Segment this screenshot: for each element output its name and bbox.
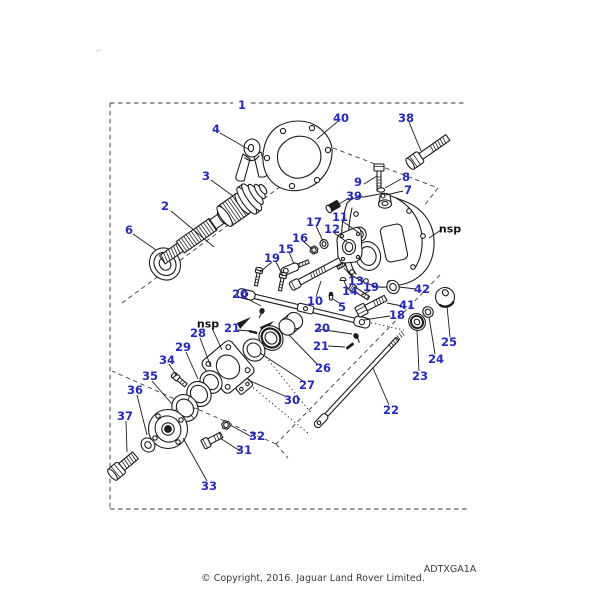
part-3-gear-cluster bbox=[216, 183, 268, 227]
part-number-label-2-1: 2 bbox=[161, 199, 169, 213]
part-4-selector-fork bbox=[235, 138, 268, 182]
part-number-label-13-12: 13 bbox=[348, 274, 364, 288]
part-36-washer bbox=[140, 437, 156, 453]
part-number-label-27-29: 27 bbox=[299, 378, 315, 392]
part-27-ring bbox=[242, 338, 266, 362]
part-number-label-19-18: 19 bbox=[264, 251, 280, 265]
part-number-label-4-3: 4 bbox=[212, 122, 220, 136]
part-number-label-20-21: 20 bbox=[314, 321, 330, 335]
part-number-label-21-22: 21 bbox=[224, 321, 240, 335]
part-42-washer bbox=[386, 279, 400, 295]
part-20-screw-a bbox=[258, 308, 265, 319]
part-31-bolt bbox=[200, 431, 224, 450]
part-number-label-39-41: 39 bbox=[346, 189, 362, 203]
part-number-label-42-44: 42 bbox=[414, 282, 430, 296]
part-24-nut bbox=[422, 306, 434, 318]
part-21-pin-b bbox=[345, 342, 355, 350]
part-32-nut bbox=[221, 420, 231, 430]
annotation-nsp-1: nsp bbox=[197, 318, 219, 331]
part-number-label-8-7: 8 bbox=[402, 170, 410, 184]
direction-arrow-1 bbox=[237, 317, 251, 329]
part-7-ring bbox=[380, 193, 386, 199]
part-number-label-33-35: 33 bbox=[201, 479, 217, 493]
part-number-label-1-0: 1 bbox=[238, 98, 246, 112]
part-number-label-9-8: 9 bbox=[354, 175, 362, 189]
part-number-label-6-5: 6 bbox=[125, 223, 133, 237]
part-13-stud bbox=[336, 262, 346, 270]
part-number-label-20-20: 20 bbox=[232, 287, 248, 301]
part-number-label-28-30: 28 bbox=[190, 326, 206, 340]
part-26-spacer bbox=[278, 311, 304, 336]
part-19-bolt-right bbox=[348, 283, 371, 301]
part-22-rod bbox=[313, 330, 405, 429]
drawing-code: ADTXGA1A bbox=[424, 564, 477, 575]
copyright-notice: © Copyright, 2016. Jaguar Land Rover Lim… bbox=[201, 573, 425, 584]
part-37-bolt bbox=[107, 451, 139, 481]
part-number-label-24-26: 24 bbox=[428, 352, 444, 366]
part-number-label-34-36: 34 bbox=[159, 353, 175, 367]
part-41-bolt bbox=[354, 294, 388, 318]
part-number-label-5-4: 5 bbox=[338, 300, 346, 314]
part-39-plug bbox=[325, 200, 341, 214]
part-number-label-22-24: 22 bbox=[383, 403, 399, 417]
part-number-label-3-2: 3 bbox=[202, 169, 210, 183]
part-number-label-19-19: 19 bbox=[363, 280, 379, 294]
part-number-label-41-43: 41 bbox=[399, 298, 415, 312]
part-number-label-26-28: 26 bbox=[315, 361, 331, 375]
part-number-label-18-17: 18 bbox=[389, 308, 405, 322]
part-number-label-23-25: 23 bbox=[412, 369, 428, 383]
part-25-dome-bush bbox=[434, 286, 456, 308]
part-19-bolt-left-b bbox=[277, 271, 288, 292]
part-16-nut bbox=[309, 245, 319, 255]
part-number-label-11-10: 11 bbox=[332, 210, 348, 224]
part-number-label-10-9: 10 bbox=[307, 294, 323, 308]
part-2-input-shaft bbox=[158, 211, 229, 265]
part-number-label-15-14: 15 bbox=[278, 242, 294, 256]
diagram-frame-dashed-border bbox=[109, 102, 469, 510]
leader-lines bbox=[125, 121, 451, 482]
part-38-bolt bbox=[405, 134, 451, 170]
callout-layer: 1234567891011121314151617181919202021212… bbox=[117, 98, 457, 493]
annotation-nsp-0: nsp bbox=[439, 223, 461, 236]
part-number-label-14-13: 14 bbox=[342, 284, 358, 298]
part-10-selector-rod bbox=[288, 257, 343, 291]
part-21-pin-a bbox=[248, 330, 258, 334]
part-5-valve bbox=[328, 291, 334, 301]
part-number-label-31-33: 31 bbox=[236, 443, 252, 457]
faint-mark bbox=[96, 49, 101, 52]
part-number-label-36-38: 36 bbox=[127, 383, 143, 397]
part-9-bolt bbox=[373, 163, 385, 192]
part-housing-nsp bbox=[341, 192, 435, 288]
part-34-bolt bbox=[170, 372, 188, 388]
part-19-bolt-left-a bbox=[253, 266, 264, 287]
part-18-selector-rail bbox=[236, 288, 371, 329]
annotation-layer: nsp nsp bbox=[197, 223, 461, 331]
part-14-grub bbox=[339, 277, 347, 282]
part-number-label-40-42: 40 bbox=[333, 111, 349, 125]
part-8-washer bbox=[376, 187, 386, 193]
part-12-flange-plate bbox=[336, 226, 363, 264]
part-number-label-29-31: 29 bbox=[175, 340, 191, 354]
part-number-label-12-11: 12 bbox=[324, 222, 340, 236]
part-number-label-37-39: 37 bbox=[117, 409, 133, 423]
part-number-label-16-15: 16 bbox=[292, 231, 308, 245]
part-23-bearing bbox=[408, 312, 426, 332]
part-26-bearing bbox=[258, 325, 284, 351]
alignment-dotted-lines bbox=[249, 321, 405, 435]
part-number-label-30-32: 30 bbox=[284, 393, 300, 407]
part-number-label-35-37: 35 bbox=[142, 369, 158, 383]
part-number-label-21-23: 21 bbox=[313, 339, 329, 353]
part-number-label-17-16: 17 bbox=[306, 215, 322, 229]
part-number-label-32-34: 32 bbox=[249, 429, 265, 443]
part-number-label-38-40: 38 bbox=[398, 111, 414, 125]
part-20-screw-b bbox=[353, 333, 360, 343]
part-15-clevis-link bbox=[280, 259, 310, 276]
part-33-output-flange bbox=[147, 408, 189, 450]
part-40-gasket bbox=[262, 120, 333, 192]
part-number-label-25-27: 25 bbox=[441, 335, 457, 349]
part-17-washer bbox=[319, 239, 329, 249]
part-number-label-7-6: 7 bbox=[404, 183, 412, 197]
